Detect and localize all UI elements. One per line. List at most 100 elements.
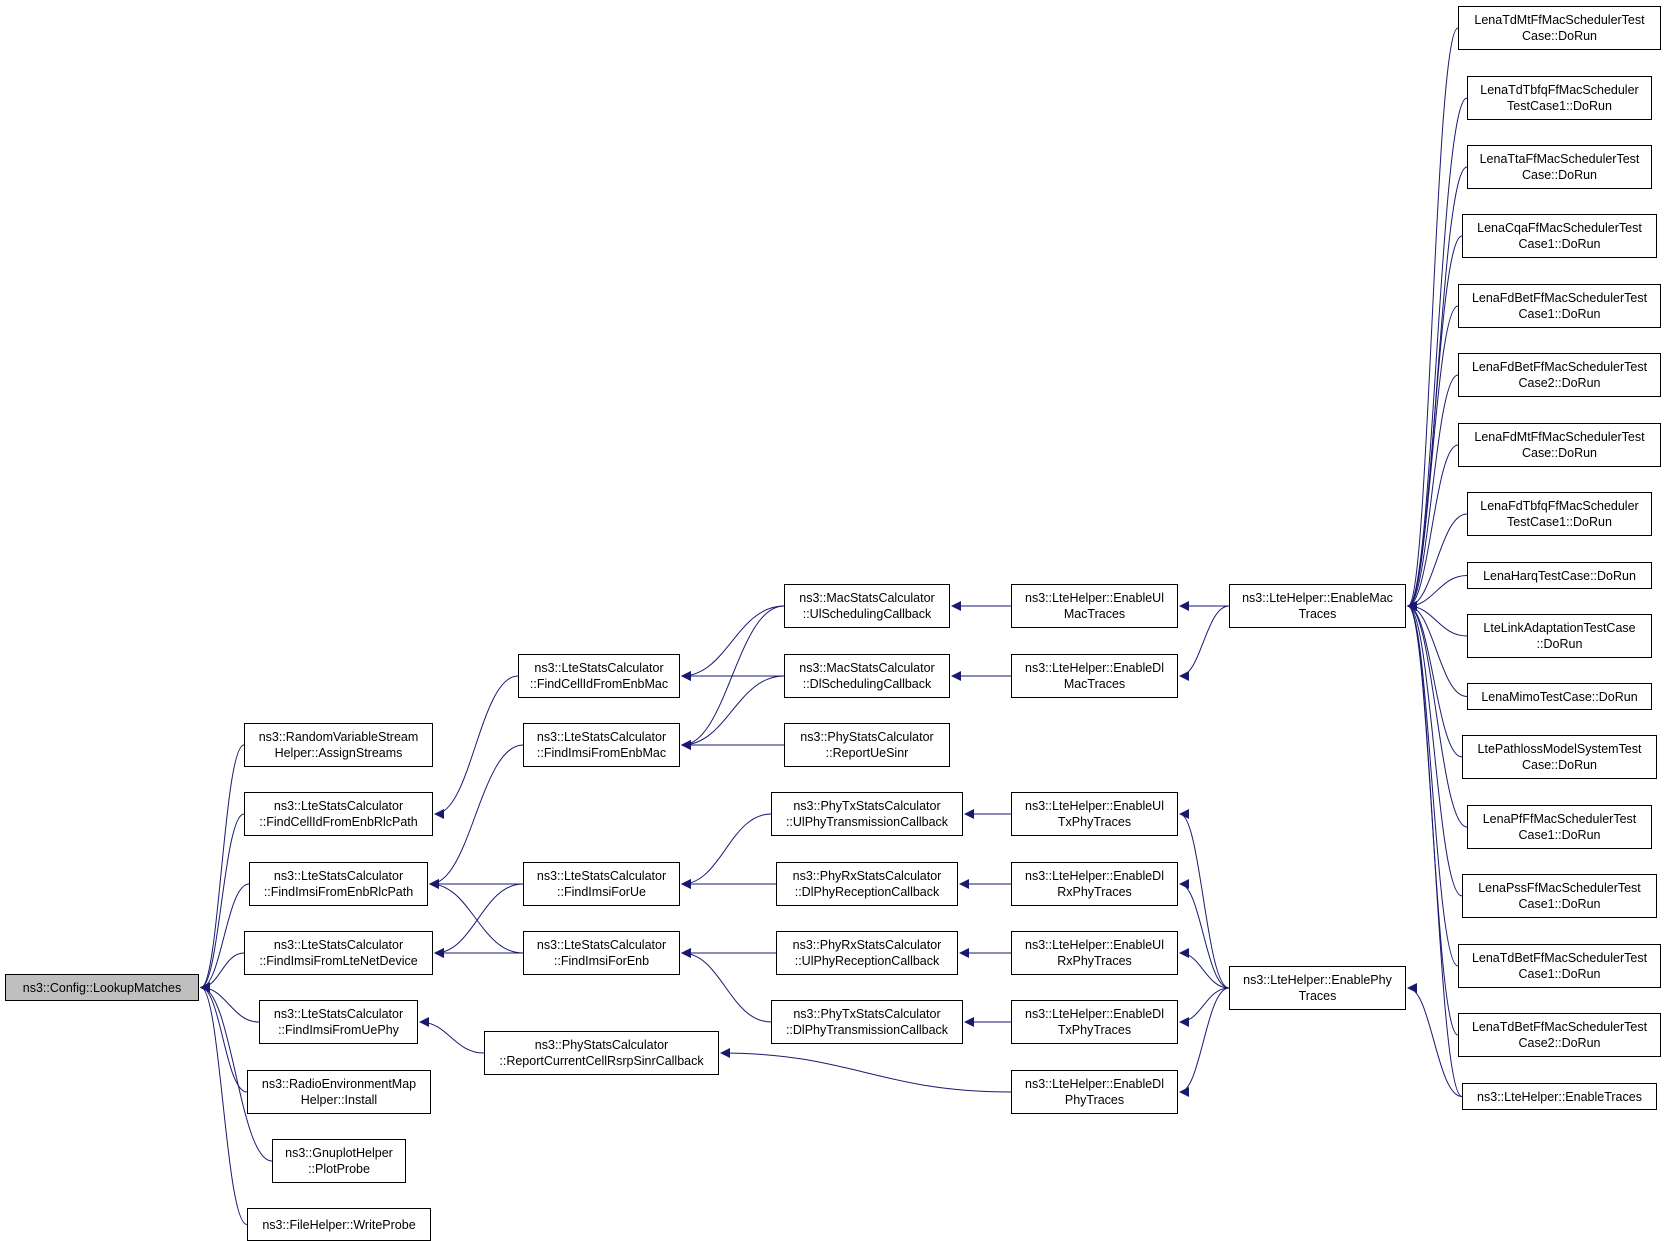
node-label-line: ns3::LteStatsCalculator: [273, 938, 404, 952]
edge-ptu-to-fiue: [681, 813, 772, 889]
node-mdl[interactable]: ns3::MacStatsCalculator::DlSchedulingCal…: [784, 654, 950, 698]
node-label-line: Case1::DoRun: [1518, 897, 1601, 911]
node-label-line: ns3::LteStatsCalculator: [536, 938, 667, 952]
edge-t2-to-emac: [1407, 97, 1468, 611]
node-fim[interactable]: ns3::LteStatsCalculator::FindImsiFromEnb…: [523, 723, 680, 767]
edge-t13-to-emac: [1407, 601, 1468, 828]
node-ptd[interactable]: ns3::PhyTxStatsCalculator::DlPhyTransmis…: [771, 1000, 963, 1044]
node-label-line: ::UlSchedulingCallback: [802, 607, 932, 621]
edge-ephy-to-edt: [1179, 987, 1230, 1027]
edge-ephy-to-edp: [1179, 987, 1230, 1097]
node-label-line: ns3::LteStatsCalculator: [273, 1007, 404, 1021]
node-label-line: ns3::LteHelper::EnableDl: [1025, 661, 1164, 675]
node-label-line: ns3::LteHelper::EnableUl: [1025, 938, 1164, 952]
node-fcm[interactable]: ns3::LteStatsCalculator::FindCellIdFromE…: [518, 654, 680, 698]
node-t17[interactable]: ns3::LteHelper::EnableTraces: [1462, 1083, 1657, 1110]
node-t10[interactable]: LteLinkAdaptationTestCase::DoRun: [1467, 614, 1652, 658]
edge-fcm-to-fcr: [434, 675, 519, 819]
node-label-line: ::FindImsiFromEnbRlcPath: [263, 885, 414, 899]
edge-t16-to-emac: [1407, 601, 1459, 1036]
node-label-line: Case2::DoRun: [1518, 376, 1601, 390]
edge-rvs-to-root: [200, 744, 245, 993]
node-label-line: Case::DoRun: [1521, 758, 1598, 772]
node-label-line: LenaFdBetFfMacSchedulerTest: [1471, 291, 1648, 305]
edge-ptd-to-fie: [681, 948, 772, 1023]
node-label-line: ns3::PhyRxStatsCalculator: [792, 938, 942, 952]
node-mul[interactable]: ns3::MacStatsCalculator::UlSchedulingCal…: [784, 584, 950, 628]
node-fir[interactable]: ns3::LteStatsCalculator::FindImsiFromEnb…: [249, 862, 428, 906]
node-t11[interactable]: LenaMimoTestCase::DoRun: [1467, 683, 1652, 710]
node-label-line: Case1::DoRun: [1518, 828, 1601, 842]
node-label-line: ::FindCellIdFromEnbRlcPath: [259, 815, 418, 829]
node-label-line: ns3::LteStatsCalculator: [536, 869, 667, 883]
node-label-line: ::FindImsiForEnb: [553, 954, 650, 968]
node-fh[interactable]: ns3::FileHelper::WriteProbe: [247, 1208, 431, 1241]
node-label-line: Case::DoRun: [1521, 446, 1598, 460]
node-label-line: ns3::PhyTxStatsCalculator: [793, 799, 941, 813]
edge-t15-to-emac: [1407, 601, 1459, 967]
node-label-line: TxPhyTraces: [1057, 815, 1132, 829]
node-label-line: ns3::LteHelper::EnableDl: [1025, 1077, 1164, 1091]
node-fie[interactable]: ns3::LteStatsCalculator::FindImsiForEnb: [523, 931, 680, 975]
edge-ephy-to-edr: [1179, 879, 1230, 989]
node-label-line: LenaTtaFfMacSchedulerTest: [1479, 152, 1640, 166]
node-label-line: ns3::RadioEnvironmentMap: [261, 1077, 417, 1091]
edge-fie-to-fir: [429, 879, 524, 954]
node-label-line: LenaTdBetFfMacSchedulerTest: [1471, 1020, 1648, 1034]
node-label-line: ::ReportUeSinr: [825, 746, 909, 760]
node-label-line: ns3::LteHelper::EnableDl: [1025, 1007, 1164, 1021]
edge-t4-to-emac: [1407, 235, 1463, 611]
node-fcr[interactable]: ns3::LteStatsCalculator::FindCellIdFromE…: [244, 792, 433, 836]
edge-t17-to-emac: [1407, 601, 1463, 1097]
node-fiu[interactable]: ns3::LteStatsCalculator::FindImsiFromUeP…: [259, 1000, 418, 1044]
node-label-line: ns3::LteHelper::EnableUl: [1025, 591, 1164, 605]
node-label-line: ns3::PhyStatsCalculator: [534, 1038, 669, 1052]
node-gp[interactable]: ns3::GnuplotHelper::PlotProbe: [272, 1139, 406, 1183]
node-label-line: ns3::PhyStatsCalculator: [800, 730, 934, 744]
node-label-line: ::DoRun: [1536, 637, 1583, 651]
node-label-line: ns3::LteStatsCalculator: [534, 661, 664, 675]
node-label-line: ::FindImsiFromEnbMac: [536, 746, 667, 760]
node-rcc[interactable]: ns3::PhyStatsCalculator::ReportCurrentCe…: [484, 1031, 719, 1075]
node-label-line: Helper::AssignStreams: [274, 746, 403, 760]
node-label-line: ::DlPhyTransmissionCallback: [785, 1023, 949, 1037]
node-label-line: LtePathlossModelSystemTest: [1477, 742, 1642, 756]
node-fil[interactable]: ns3::LteStatsCalculator::FindImsiFromLte…: [244, 931, 433, 975]
node-rus[interactable]: ns3::PhyStatsCalculator::ReportUeSinr: [784, 723, 950, 767]
node-prd[interactable]: ns3::PhyRxStatsCalculator::DlPhyReceptio…: [776, 862, 958, 906]
node-label-line: ::UlPhyReceptionCallback: [794, 954, 940, 968]
node-label-line: LenaTdMtFfMacSchedulerTest: [1474, 13, 1645, 27]
node-pru[interactable]: ns3::PhyRxStatsCalculator::UlPhyReceptio…: [776, 931, 958, 975]
node-t9[interactable]: LenaHarqTestCase::DoRun: [1467, 562, 1652, 589]
node-label-line: ::FindImsiFromLteNetDevice: [259, 954, 418, 968]
node-fiue[interactable]: ns3::LteStatsCalculator::FindImsiForUe: [523, 862, 680, 906]
edge-t1-to-emac: [1407, 27, 1459, 611]
node-label-line: TestCase1::DoRun: [1507, 515, 1612, 529]
edge-emac-to-edm: [1179, 605, 1230, 681]
node-ptu[interactable]: ns3::PhyTxStatsCalculator::UlPhyTransmis…: [771, 792, 963, 836]
